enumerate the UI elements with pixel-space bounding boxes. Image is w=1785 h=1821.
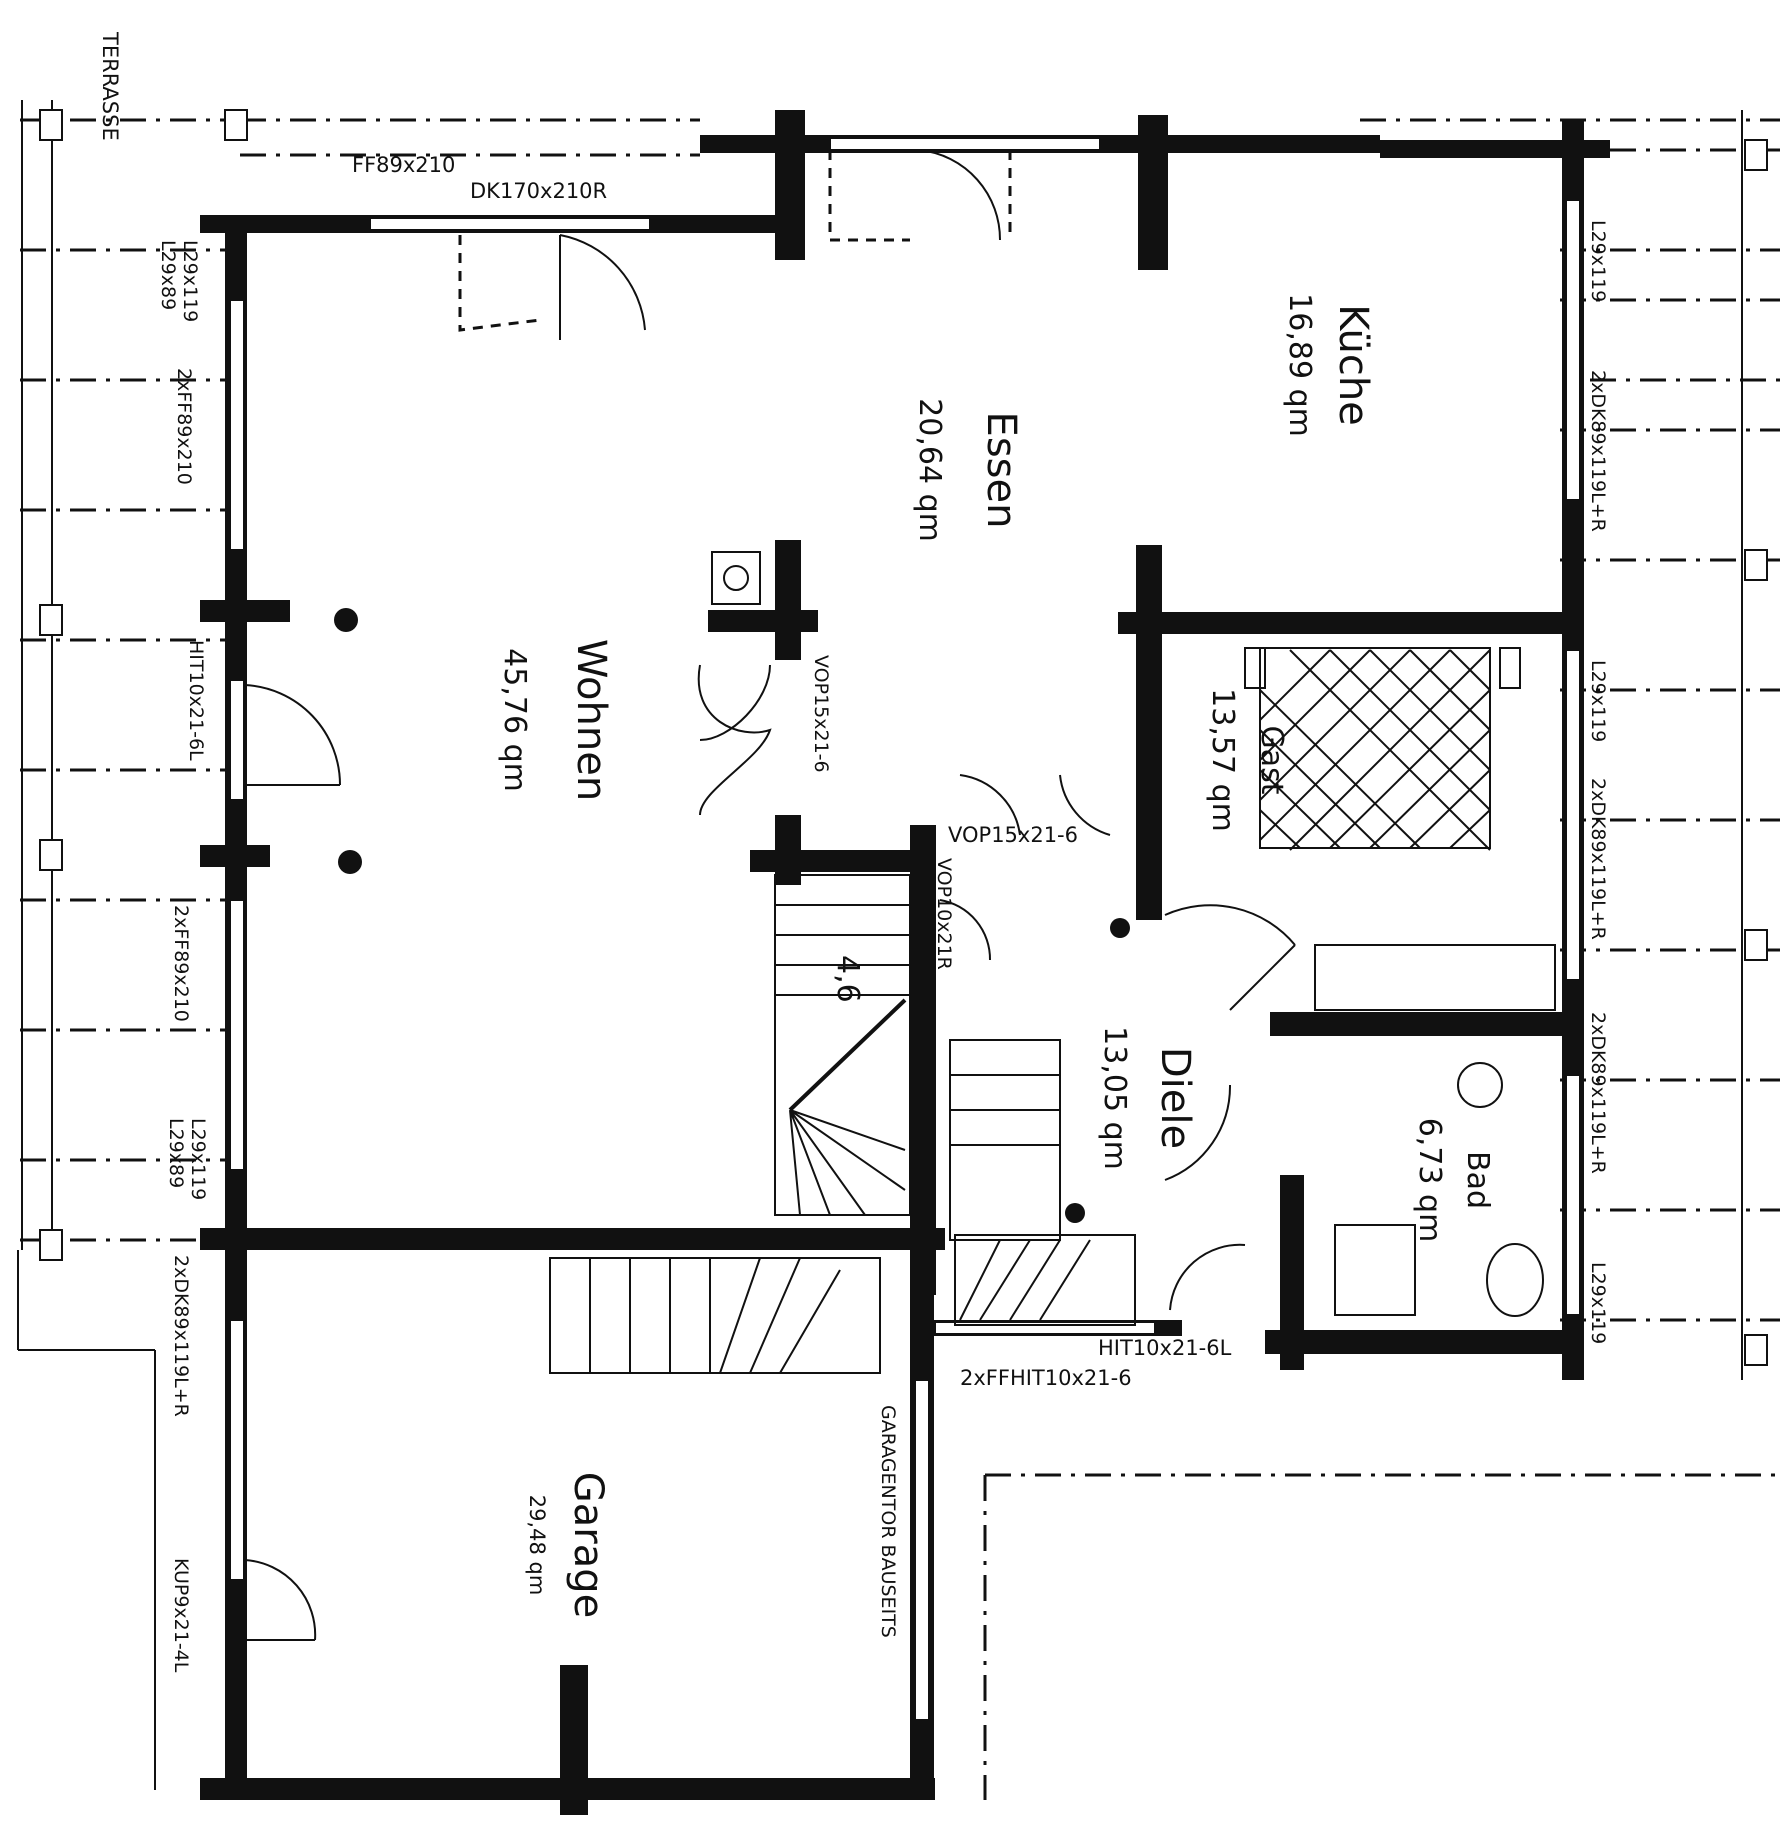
walls [200, 110, 1610, 1815]
room-gast: Gast 13,57 qm [1205, 688, 1289, 832]
door-label-vop-diele: VOP15x21-6 [948, 823, 1078, 847]
door-label-vop-wohnen: VOP15x21-6 [810, 655, 832, 773]
room-area: 45,76 qm [497, 648, 532, 792]
window-label-l29x119-b: L29x119 [187, 1118, 209, 1200]
door-swings [244, 149, 1296, 1641]
element-labels: TERRASSE FF89x210 DK170x210R L29x119 L29… [98, 31, 1609, 1673]
bathroom-fixtures [1314, 944, 1556, 1317]
room-name: Gast [1254, 725, 1289, 794]
window-label-2xff-bottom: 2xFF89x210 [170, 905, 192, 1022]
window-label-2xdk-right-low: 2xDK89x119L+R [1587, 1012, 1609, 1174]
window-label-l29x119-a: L29x119 [179, 240, 201, 322]
door-label-ffhit-bottom: 2xFFHIT10x21-6 [960, 1366, 1132, 1390]
room-area: 29,48 qm [525, 1495, 549, 1596]
window-label-2xff-top: 2xFF89x210 [173, 368, 195, 485]
terrasse-label: TERRASSE [98, 31, 122, 141]
room-area: 6,73 qm [1412, 1118, 1447, 1243]
room-wohnen: Wohnen 45,76 qm [497, 639, 614, 801]
room-diele: Diele 13,05 qm [1097, 1026, 1198, 1170]
room-name: Bad [1460, 1151, 1495, 1209]
columns [334, 608, 1130, 1223]
bed [1244, 647, 1521, 851]
room-essen: Essen 20,64 qm [912, 398, 1024, 542]
room-name: Wohnen [568, 639, 614, 801]
door-label-dk170: DK170x210R [470, 179, 607, 203]
window-label-l29x119-right-top: L29x119 [1587, 220, 1609, 302]
stairs [549, 874, 1136, 1374]
terrace-posts [39, 109, 1768, 1366]
door-label-hit-left: HIT10x21-6L [185, 640, 207, 761]
window-label-2xdk-right-mid: 2xDK89x119L+R [1587, 778, 1609, 940]
room-area: 20,64 qm [912, 398, 947, 542]
room-name: Essen [978, 412, 1024, 529]
door-label-hit-bottom: HIT10x21-6L [1098, 1336, 1232, 1360]
door-label-ff89x210: FF89x210 [352, 153, 455, 177]
room-area: 13,57 qm [1205, 688, 1240, 832]
room-bad: Bad 6,73 qm [1412, 1118, 1495, 1243]
windows [229, 137, 1581, 1721]
window-label-2xdk-left: 2xDK89x119L+R [170, 1255, 192, 1417]
door-label-vop-stair: VOP10x21R [933, 858, 955, 970]
stair-number: 4,6 [830, 955, 865, 1003]
room-kueche: Küche 16,89 qm [1282, 293, 1376, 437]
terrace-grid [17, 100, 1780, 1800]
room-name: Küche [1330, 304, 1376, 426]
room-name: Garage [565, 1472, 611, 1618]
window-label-l29x119-right-mid: L29x119 [1587, 660, 1609, 742]
door-label-kup: KUP9x21-4L [170, 1558, 192, 1673]
fireplace [711, 551, 761, 605]
window-label-l29x119-right-bottom: L29x119 [1587, 1262, 1609, 1344]
window-label-l29x89-b: L29x89 [165, 1118, 187, 1188]
room-garage: Garage 29,48 qm [525, 1472, 611, 1618]
window-label-2xdk-right-top: 2xDK89x119L+R [1587, 370, 1609, 532]
room-area: 13,05 qm [1097, 1026, 1132, 1170]
room-area: 16,89 qm [1282, 293, 1317, 437]
window-label-l29x89-a: L29x89 [157, 240, 179, 310]
room-name: Diele [1152, 1047, 1198, 1149]
garage-door-label: GARAGENTOR BAUSEITS [877, 1405, 899, 1638]
